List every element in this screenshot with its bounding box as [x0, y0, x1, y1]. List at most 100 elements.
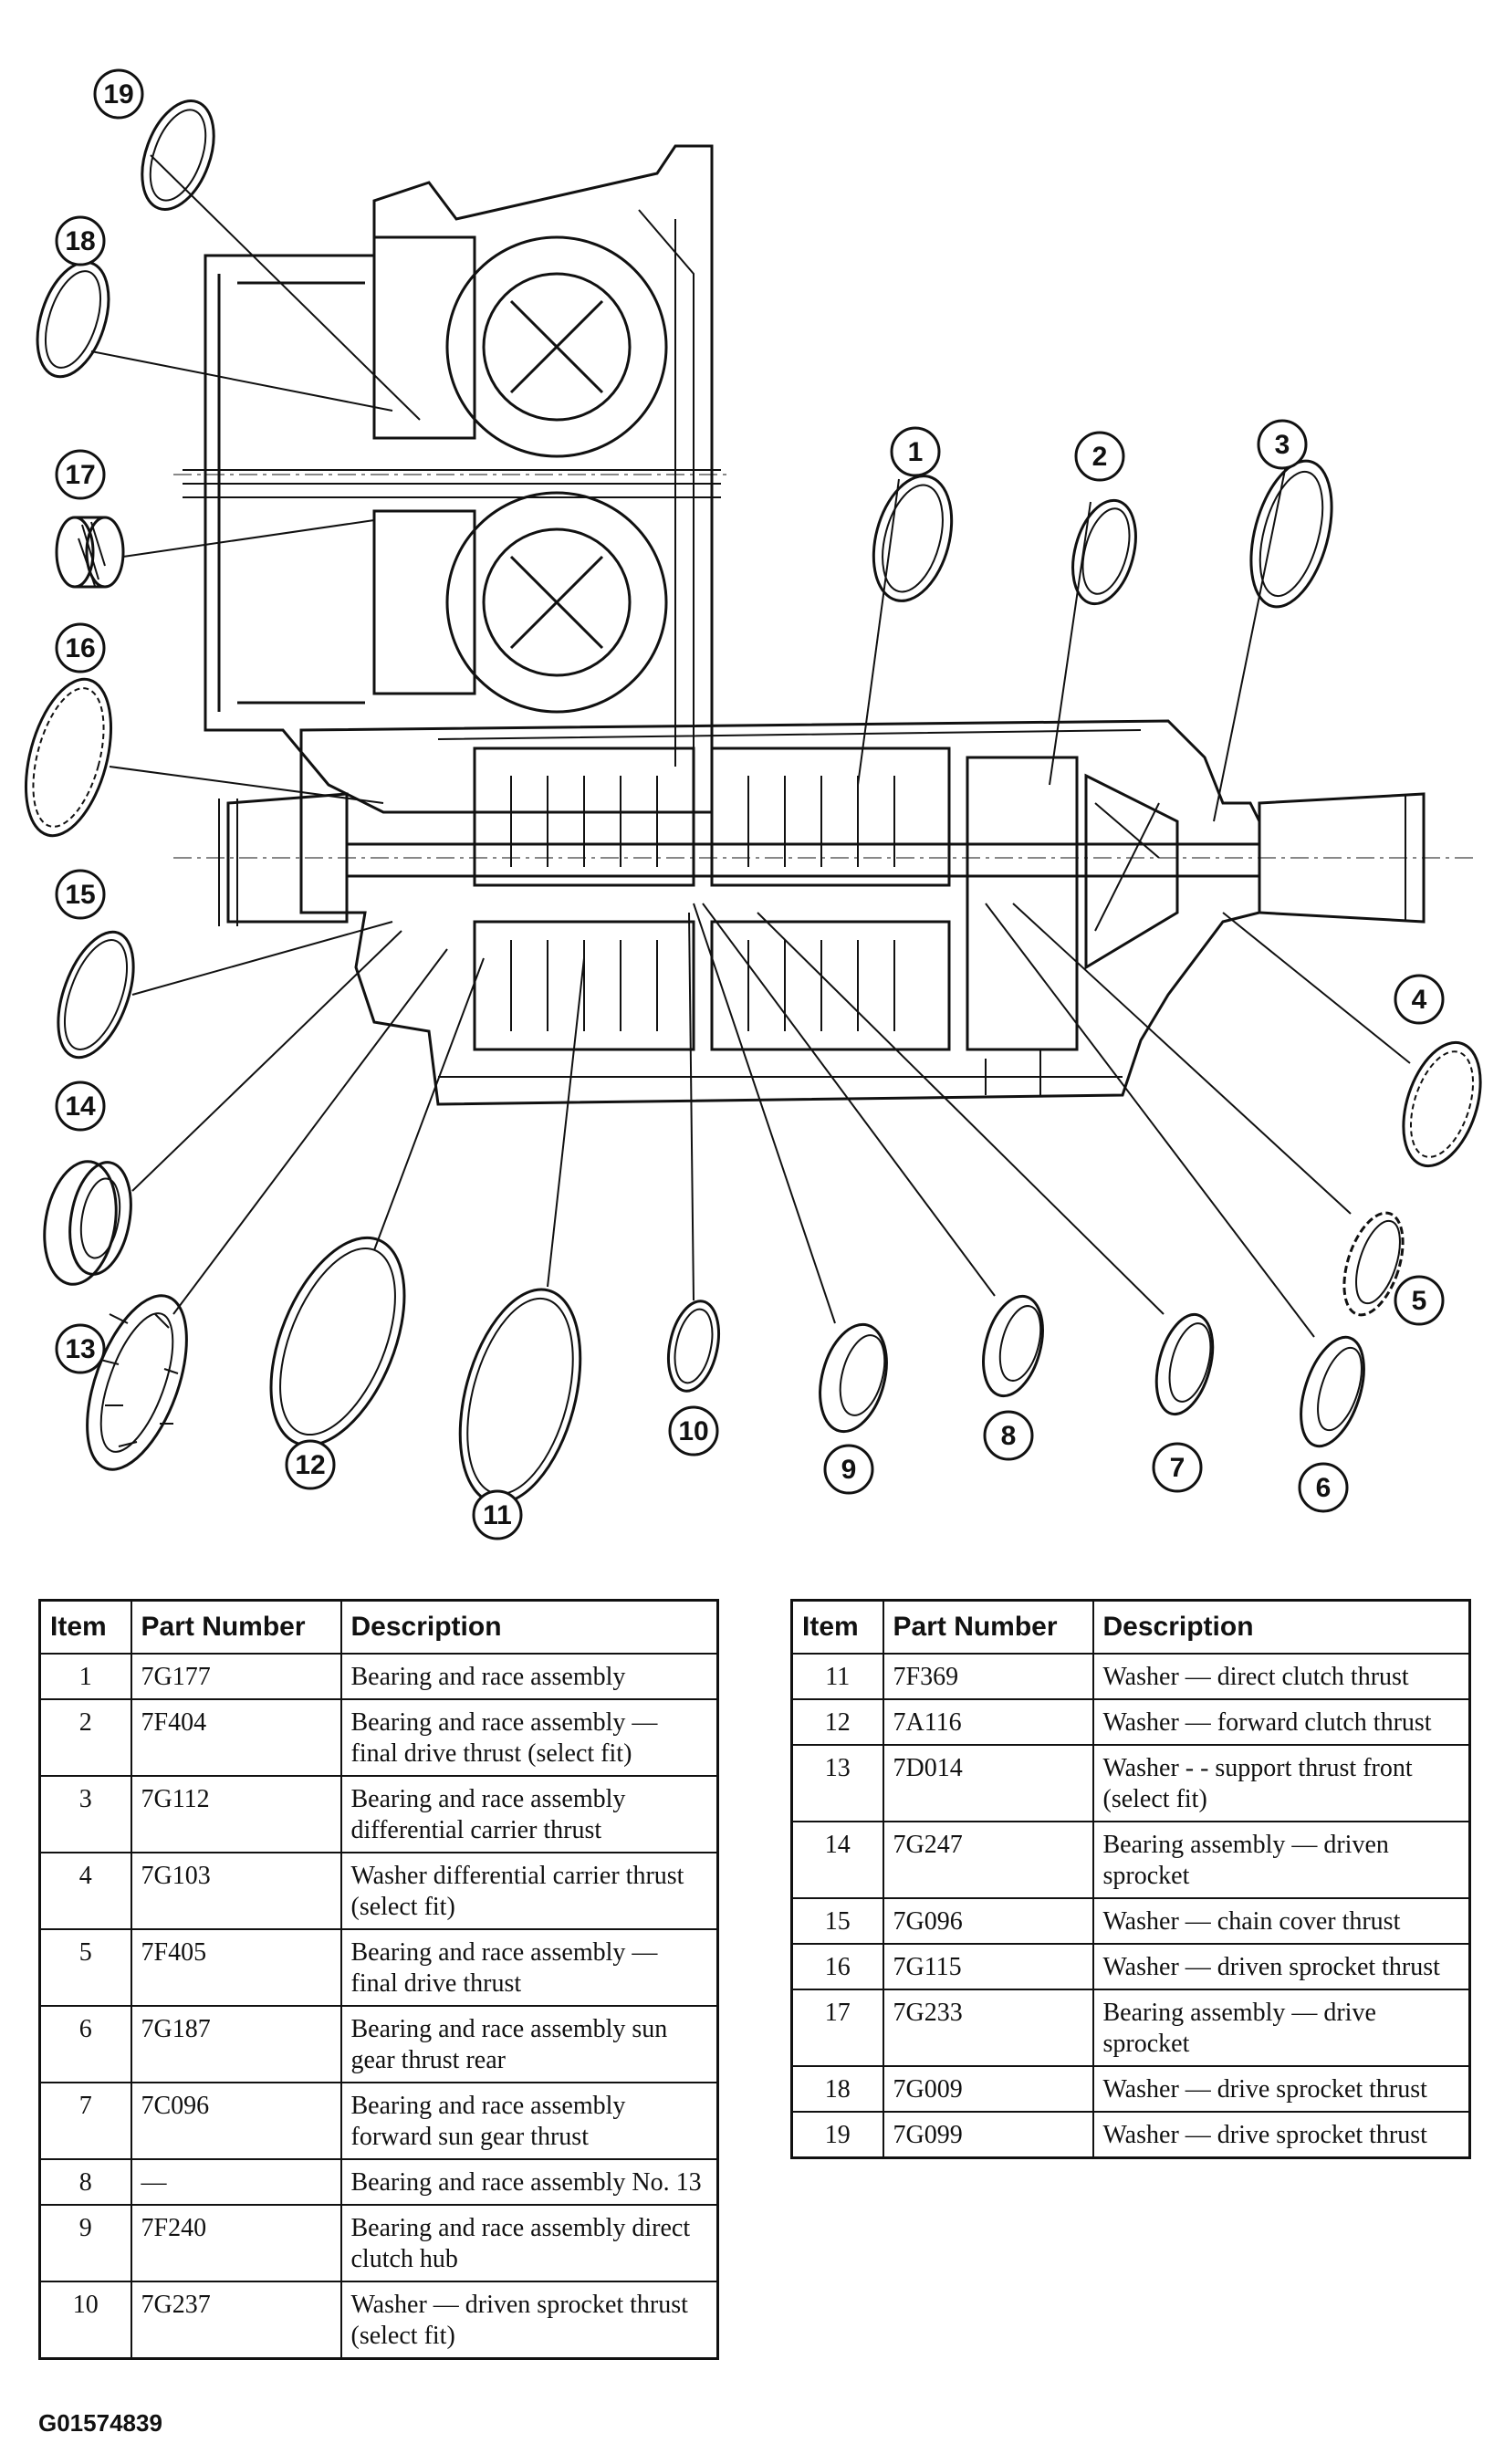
- part-16-washer: [24, 677, 113, 838]
- part-8-bearing: [982, 1294, 1044, 1398]
- item-number: 10: [38, 2281, 132, 2360]
- description: Washer - - support thrust front (select …: [1091, 1744, 1471, 1822]
- part-number: 7G112: [130, 1775, 342, 1853]
- transmission-case-upper: [183, 144, 721, 814]
- part-number: 7G247: [882, 1821, 1094, 1899]
- part-5-bearing: [1342, 1211, 1405, 1317]
- svg-text:12: 12: [295, 1450, 325, 1480]
- item-number: 4: [38, 1852, 132, 1930]
- table-row: 8—Bearing and race assembly No. 13: [38, 2158, 719, 2206]
- part-7-bearing: [1154, 1312, 1215, 1416]
- item-number: 14: [790, 1821, 884, 1899]
- callout-4: 4: [1394, 974, 1445, 1025]
- figure-id: G01574839: [38, 2409, 162, 2437]
- description: Bearing and race assembly direct clutch …: [339, 2204, 719, 2282]
- description: Bearing and race assembly: [339, 1653, 719, 1700]
- callout-14: 14: [55, 1081, 106, 1132]
- callout-6: 6: [1298, 1462, 1349, 1513]
- part-number: —: [130, 2158, 342, 2206]
- description: Bearing assembly — driven sprocket: [1091, 1821, 1471, 1899]
- callout-1: 1: [890, 426, 941, 477]
- item-number: 13: [790, 1744, 884, 1822]
- svg-text:4: 4: [1412, 985, 1427, 1015]
- item-number: 9: [38, 2204, 132, 2282]
- description: Washer — direct clutch thrust: [1091, 1653, 1471, 1700]
- item-number: 17: [790, 1989, 884, 2067]
- header-part-number: Part Number: [130, 1599, 342, 1655]
- part-13-washer: [86, 1294, 188, 1471]
- svg-text:8: 8: [1001, 1421, 1017, 1451]
- part-2-bearing: [1071, 498, 1137, 606]
- description: Washer — forward clutch thrust: [1091, 1698, 1471, 1746]
- callout-13: 13: [55, 1323, 106, 1374]
- part-6-bearing: [1300, 1335, 1365, 1448]
- callout-7: 7: [1152, 1442, 1203, 1493]
- table-header-row: Item Part Number Description: [38, 1599, 719, 1655]
- item-number: 6: [38, 2005, 132, 2083]
- description: Bearing assembly — drive sprocket: [1091, 1989, 1471, 2067]
- part-3-bearing: [1249, 459, 1333, 609]
- item-number: 12: [790, 1698, 884, 1746]
- part-number: 7F369: [882, 1653, 1094, 1700]
- part-number: 7C096: [130, 2082, 342, 2160]
- callout-12: 12: [285, 1439, 336, 1490]
- description: Washer — drive sprocket thrust: [1091, 2065, 1471, 2113]
- part-18-washer: [36, 260, 110, 379]
- svg-text:10: 10: [678, 1416, 708, 1446]
- description: Bearing and race assembly — final drive …: [339, 1698, 719, 1777]
- callout-17: 17: [55, 449, 106, 500]
- svg-text:15: 15: [65, 880, 95, 910]
- part-number: 7F405: [130, 1928, 342, 2007]
- description: Bearing and race assembly forward sun ge…: [339, 2082, 719, 2160]
- part-number: 7G103: [130, 1852, 342, 1930]
- item-number: 1: [38, 1653, 132, 1700]
- item-number: 3: [38, 1775, 132, 1853]
- item-number: 18: [790, 2065, 884, 2113]
- callout-5: 5: [1394, 1275, 1445, 1326]
- header-description: Description: [1091, 1599, 1471, 1655]
- part-15-washer: [57, 930, 135, 1060]
- item-number: 16: [790, 1943, 884, 1990]
- part-9-bearing: [819, 1322, 888, 1434]
- part-number: 7G187: [130, 2005, 342, 2083]
- output-shaft: [173, 792, 1478, 926]
- svg-text:5: 5: [1412, 1286, 1427, 1316]
- callout-19: 19: [93, 68, 144, 120]
- svg-text:7: 7: [1170, 1453, 1185, 1483]
- svg-text:17: 17: [65, 460, 95, 490]
- part-number: 7F240: [130, 2204, 342, 2282]
- part-11-washer: [458, 1288, 582, 1505]
- header-description: Description: [339, 1599, 719, 1655]
- part-number: 7G237: [130, 2281, 342, 2360]
- part-number: 7G099: [882, 2111, 1094, 2159]
- description: Washer differential carrier thrust (sele…: [339, 1852, 719, 1930]
- part-12-washer: [269, 1236, 406, 1447]
- item-number: 15: [790, 1897, 884, 1945]
- part-number: 7G115: [882, 1943, 1094, 1990]
- header-item: Item: [790, 1599, 884, 1655]
- svg-text:14: 14: [65, 1091, 96, 1122]
- callout-15: 15: [55, 869, 106, 920]
- description: Bearing and race assembly No. 13: [339, 2158, 719, 2206]
- svg-text:11: 11: [483, 1500, 512, 1530]
- header-part-number: Part Number: [882, 1599, 1094, 1655]
- svg-text:1: 1: [908, 437, 924, 467]
- item-number: 2: [38, 1698, 132, 1777]
- description: Bearing and race assembly sun gear thrus…: [339, 2005, 719, 2083]
- part-1-bearing: [872, 475, 954, 602]
